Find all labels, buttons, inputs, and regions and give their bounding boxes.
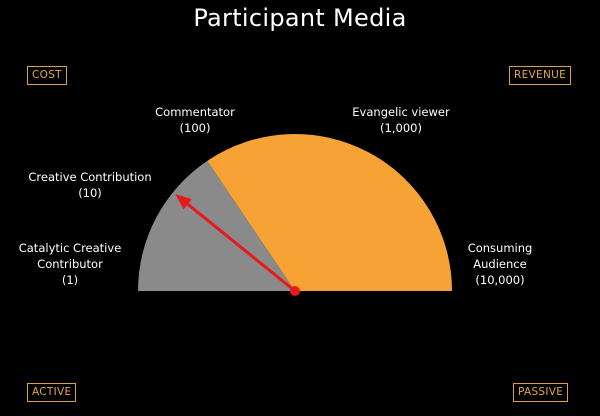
consuming-audience-label: Consuming Audience (10,000) — [440, 240, 560, 288]
passive-region — [207, 134, 452, 291]
catalytic-contributor-label: Catalytic Creative Contributor (1) — [5, 240, 135, 288]
pointer-arrowhead — [175, 194, 192, 210]
passive-label: PASSIVE — [513, 383, 569, 402]
commentator-name: Commentator — [155, 105, 235, 119]
catalytic-contributor-value: (1) — [61, 273, 79, 287]
creative-contribution-value: (10) — [78, 186, 102, 200]
creative-contribution-name: Creative Contribution — [28, 170, 152, 184]
consuming-audience-line1: Consuming — [467, 241, 533, 255]
consuming-audience-value: (10,000) — [475, 273, 525, 287]
evangelic-viewer-name: Evangelic viewer — [352, 105, 450, 119]
active-label: ACTIVE — [27, 383, 77, 402]
revenue-label: REVENUE — [509, 66, 572, 85]
pointer-hub — [290, 286, 300, 296]
page-title: Participant Media — [193, 4, 407, 32]
evangelic-viewer-label: Evangelic viewer (1,000) — [336, 104, 466, 136]
catalytic-contributor-line1: Catalytic Creative — [18, 241, 122, 255]
commentator-value: (100) — [179, 121, 211, 135]
evangelic-viewer-value: (1,000) — [380, 121, 422, 135]
pointer-arrow — [186, 202, 296, 293]
consuming-audience-line2: Audience — [473, 257, 527, 271]
creative-contribution-label: Creative Contribution (10) — [15, 169, 165, 201]
catalytic-contributor-line2: Contributor — [37, 257, 103, 271]
commentator-label: Commentator (100) — [130, 104, 260, 136]
cost-label: COST — [27, 66, 67, 85]
